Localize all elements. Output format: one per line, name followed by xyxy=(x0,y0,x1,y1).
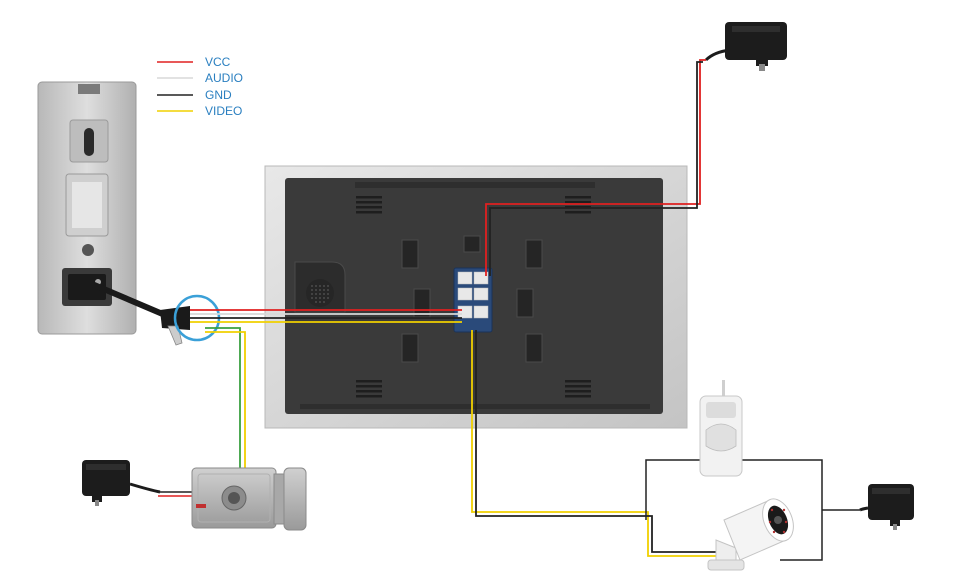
monitor-connector-block xyxy=(453,267,493,333)
pir-motion-sensor xyxy=(699,380,743,477)
outdoor-door-station xyxy=(37,81,137,335)
monitor-bottom-strip xyxy=(300,404,650,409)
power-adapter-camera xyxy=(859,484,914,530)
power-adapter-lock xyxy=(82,460,161,506)
monitor-vent-bottom-right xyxy=(565,380,591,398)
bullet-camera xyxy=(707,498,794,571)
door-station-indicator xyxy=(82,244,94,256)
door-station-slot xyxy=(84,128,94,156)
legend-item-gnd: GND xyxy=(157,88,232,102)
indoor-monitor xyxy=(264,165,688,429)
wires-monitor-to-camera xyxy=(471,330,716,557)
monitor-speaker xyxy=(294,261,346,313)
legend-item-video: VIDEO xyxy=(157,104,242,118)
legend-item-audio: AUDIO xyxy=(157,71,243,85)
legend-label-gnd: GND xyxy=(205,88,232,102)
wires-adapter-to-lock xyxy=(158,491,192,497)
legend-item-vcc: VCC xyxy=(157,55,231,69)
monitor-vent-top-left xyxy=(356,196,382,214)
legend: VCC AUDIO GND VIDEO xyxy=(157,55,243,118)
electric-lock xyxy=(191,467,307,531)
legend-label-vcc: VCC xyxy=(205,55,231,69)
legend-label-video: VIDEO xyxy=(205,104,242,118)
wires-camera-loop xyxy=(645,459,860,561)
wires-door-to-monitor xyxy=(190,309,462,323)
door-station-top-slot xyxy=(78,84,100,94)
power-adapter-monitor xyxy=(704,22,787,71)
legend-label-audio: AUDIO xyxy=(205,71,243,85)
monitor-vent-bottom-left xyxy=(356,380,382,398)
monitor-top-strip xyxy=(355,182,595,188)
wires-adapter-to-monitor xyxy=(485,59,706,276)
